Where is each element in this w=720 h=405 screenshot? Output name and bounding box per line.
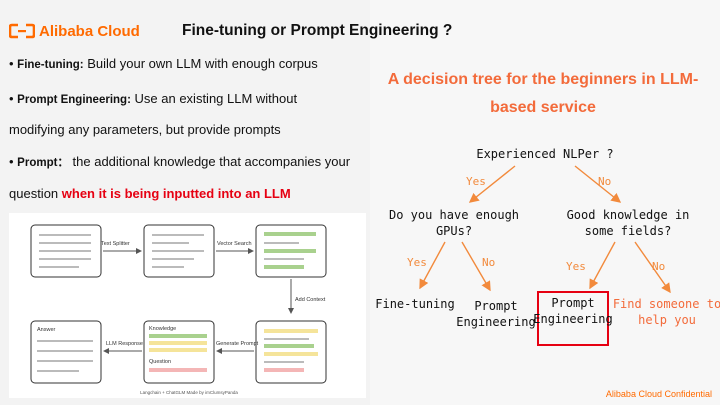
- document-box: [30, 224, 102, 278]
- bullet-prompt: • Prompt： the additional knowledge that …: [9, 154, 351, 169]
- edge-no-label: No: [482, 256, 495, 269]
- bullet-text: the additional knowledge that accompanie…: [68, 154, 351, 169]
- leaf-prompt-engineering-highlight-line2: Engineering: [533, 312, 612, 326]
- step-label: Generate Prompt: [216, 341, 259, 347]
- bullet-fine-tuning: • Fine-tuning: Build your own LLM with e…: [9, 56, 318, 71]
- knowledge-question-box: Knowledge Question: [143, 320, 215, 384]
- edge-no-label: No: [598, 175, 611, 188]
- leaf-find-someone-line2: help you: [638, 313, 696, 327]
- prompt-box: [255, 320, 327, 384]
- leaf-prompt-engineering-highlight-line1: Prompt: [551, 296, 594, 310]
- bullet-continuation: modifying any parameters, but provide pr…: [9, 122, 281, 137]
- gpu-question-line2: GPUs?: [436, 224, 472, 238]
- root-question: Experienced NLPer ?: [476, 147, 613, 161]
- decision-tree: Experienced NLPer ? Yes No Do you have e…: [375, 147, 720, 346]
- bullet-term: Fine-tuning:: [17, 59, 84, 71]
- step-label: Vector Search: [217, 241, 252, 247]
- page-title: Fine-tuning or Prompt Engineering ?: [182, 22, 453, 39]
- alibaba-cloud-logo-icon: [9, 23, 35, 39]
- answer-label: Answer: [37, 327, 56, 333]
- decision-tree-title-line2: based service: [490, 99, 596, 116]
- step-label: Text Splitter: [101, 241, 130, 247]
- edge-yes-label: Yes: [407, 256, 427, 269]
- footer-confidential: Alibaba Cloud Confidential: [605, 389, 712, 399]
- pipeline-caption: Langchain + ChatGLM Made by imClumsyPand…: [140, 390, 238, 395]
- leaf-fine-tuning: Fine-tuning: [375, 297, 454, 311]
- alibaba-cloud-logo: Alibaba Cloud: [9, 20, 140, 42]
- highlight-text: when it is being inputted into an LLM: [61, 186, 291, 201]
- knowledge-question-line1: Good knowledge in: [567, 208, 690, 222]
- bullet-term: Prompt Engineering:: [17, 94, 131, 106]
- step-label: Add Context: [295, 297, 326, 303]
- leaf-prompt-engineering-line2: Engineering: [456, 315, 535, 329]
- brand-name: Alibaba Cloud: [39, 22, 140, 40]
- knowledge-label: Knowledge: [149, 326, 176, 332]
- langchain-pipeline-diagram: Text Splitter Vector Search Add Context …: [9, 213, 366, 398]
- pipeline-svg: Text Splitter Vector Search Add Context …: [30, 224, 327, 395]
- bullet-separator: ：: [57, 157, 69, 169]
- edge-yes-label: Yes: [566, 260, 586, 273]
- answer-box: Answer: [30, 320, 102, 384]
- gpu-question-line1: Do you have enough: [389, 208, 519, 222]
- leaf-find-someone-line1: Find someone to: [613, 297, 720, 311]
- bullet-continuation-highlight: question when it is being inputted into …: [9, 186, 291, 201]
- chunks-box: [143, 224, 215, 278]
- bullet-text: question: [9, 186, 62, 201]
- decision-tree-title-line1: A decision tree for the beginners in LLM…: [387, 71, 699, 88]
- question-label: Question: [149, 359, 171, 365]
- bullet-text: Use an existing LLM without: [130, 91, 298, 106]
- bullet-prompt-engineering: • Prompt Engineering: Use an existing LL…: [9, 91, 298, 106]
- edge-no-label: No: [652, 260, 665, 273]
- bullet-text: Build your own LLM with enough corpus: [83, 56, 318, 71]
- bullet-term: Prompt: [17, 157, 58, 169]
- edge-yes-label: Yes: [466, 175, 486, 188]
- leaf-prompt-engineering-line1: Prompt: [474, 299, 517, 313]
- step-label: LLM Response: [106, 341, 143, 347]
- highlight-box: [537, 291, 609, 346]
- knowledge-question-line2: some fields?: [585, 224, 672, 238]
- vector-results-box: [255, 224, 327, 278]
